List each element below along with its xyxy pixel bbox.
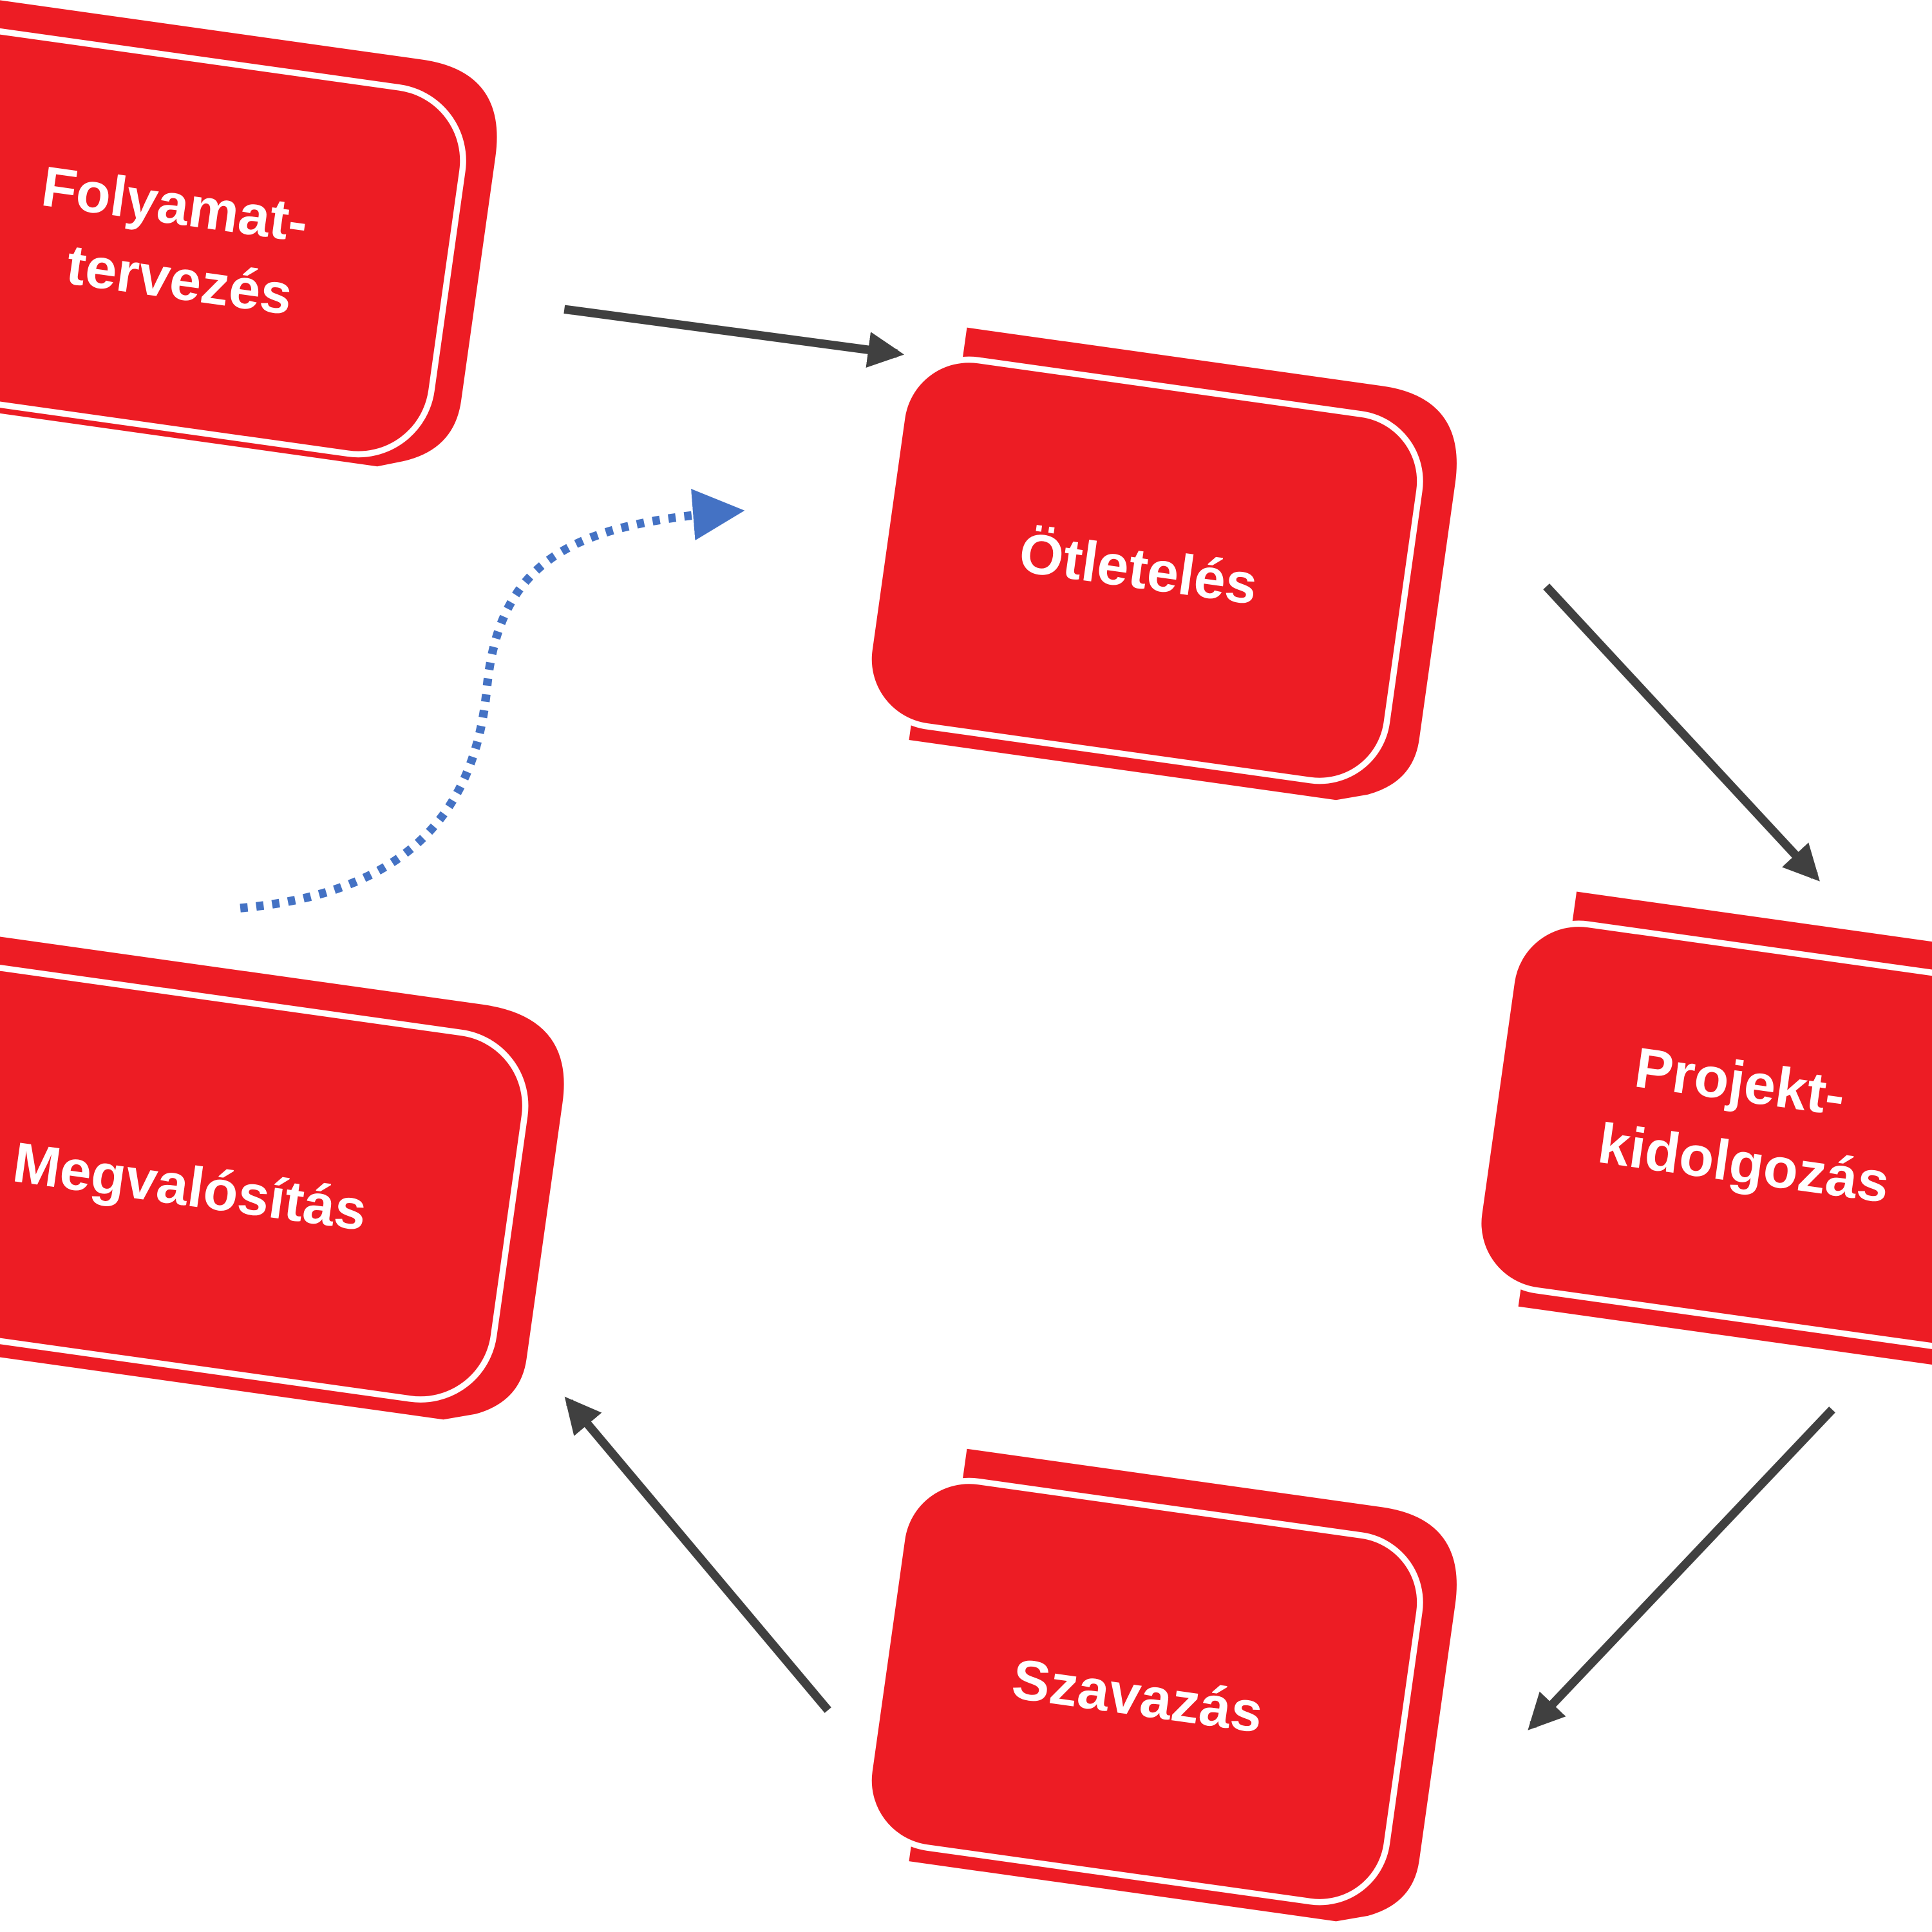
step-szavazas: Szavazás	[866, 1448, 1457, 1922]
box-face	[0, 964, 529, 1403]
arrow-otleteles-to-projektkidolgozas	[1543, 583, 1820, 882]
step-projektkidolgozas: Projekt- kidolgozás	[1475, 891, 1932, 1366]
arrow-folyamattervezes-to-otleteles	[564, 305, 905, 368]
connections	[240, 305, 1835, 1730]
box-face	[866, 1477, 1423, 1906]
loop-arrow-megvalositas-to-otleteles	[240, 489, 745, 913]
step-folyamattervezes: Folyamat- tervezés	[0, 0, 497, 467]
arrow-projektkidolgozas-to-szavazas	[1528, 1406, 1835, 1730]
box-face	[866, 356, 1423, 784]
box-face	[1475, 920, 1932, 1351]
arrow-szavazas-to-megvalositas	[564, 1396, 831, 1713]
box-face	[0, 28, 466, 458]
step-otleteles: Ötletelés	[866, 327, 1457, 800]
step-megvalositas: Megvalósítás	[0, 931, 564, 1420]
